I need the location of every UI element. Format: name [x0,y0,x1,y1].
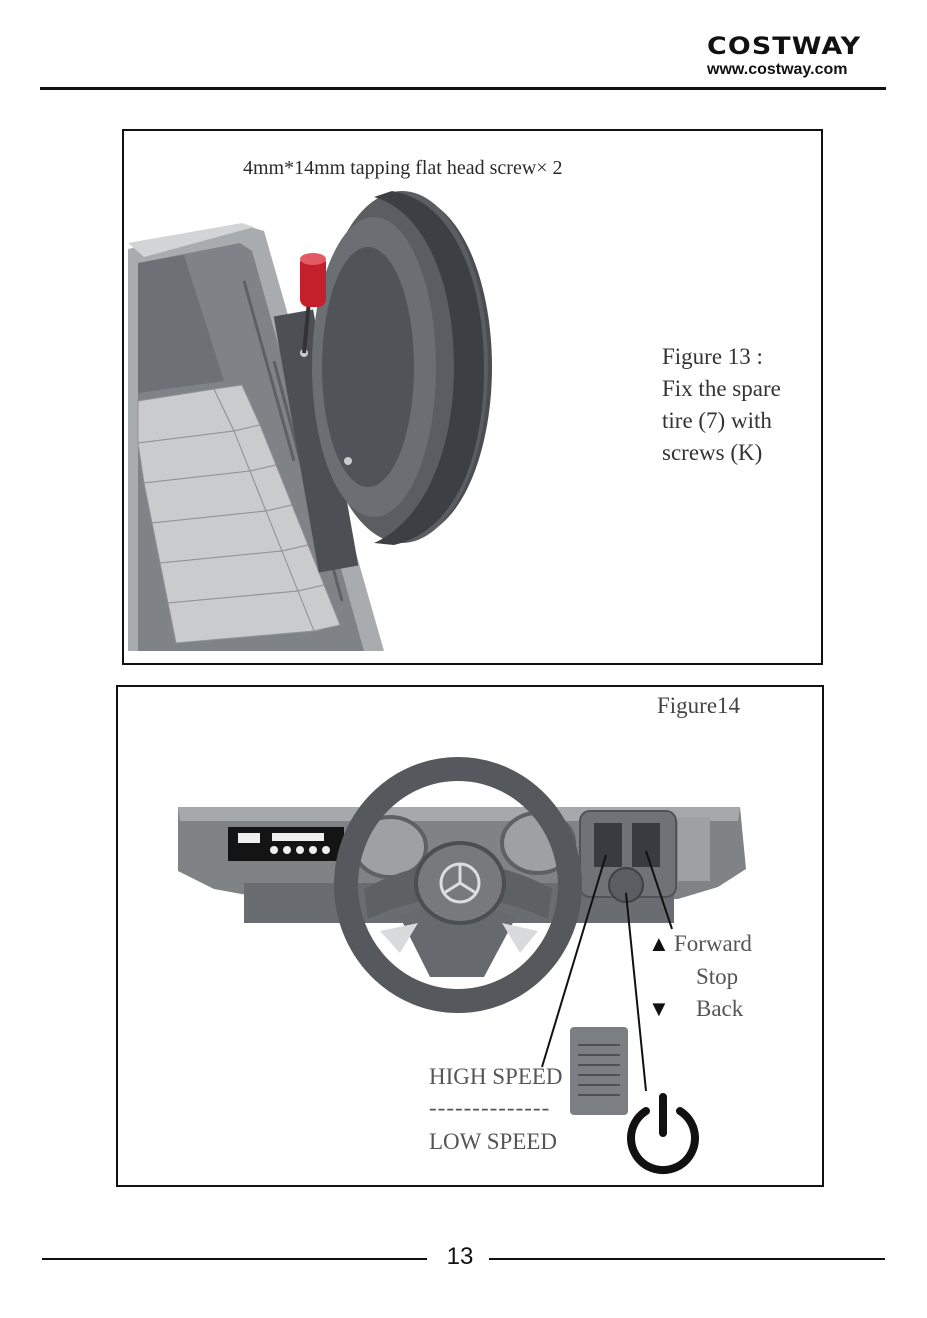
stop-label: Stop [696,964,738,990]
footer-rule-right [489,1258,885,1260]
brand-logo: COSTWAY [707,32,861,60]
screw-spec-note: 4mm*14mm tapping flat head screw× 2 [243,157,563,180]
footer-rule-left [42,1258,427,1260]
website-url: www.costway.com [707,61,847,79]
speed-divider: -------------- [429,1095,550,1121]
low-speed-label: LOW SPEED [429,1129,557,1155]
figure-14-title: Figure14 [657,693,740,719]
caption-line: Figure 13 : [662,341,812,373]
back-label: ▼Back [648,996,743,1022]
power-icon [631,1097,695,1170]
forward-label: ▲Forward [648,931,752,957]
page-number: 13 [436,1243,484,1271]
header-divider [40,87,886,90]
down-triangle-icon: ▼ [648,996,696,1022]
up-triangle-icon: ▲ [648,931,674,957]
high-speed-label: HIGH SPEED [429,1064,563,1090]
caption-line: Fix the spare [662,373,812,405]
caption-line: screws (K) [662,437,812,469]
figure-13-caption: Figure 13 : Fix the spare tire (7) with … [662,341,812,469]
caption-line: tire (7) with [662,405,812,437]
